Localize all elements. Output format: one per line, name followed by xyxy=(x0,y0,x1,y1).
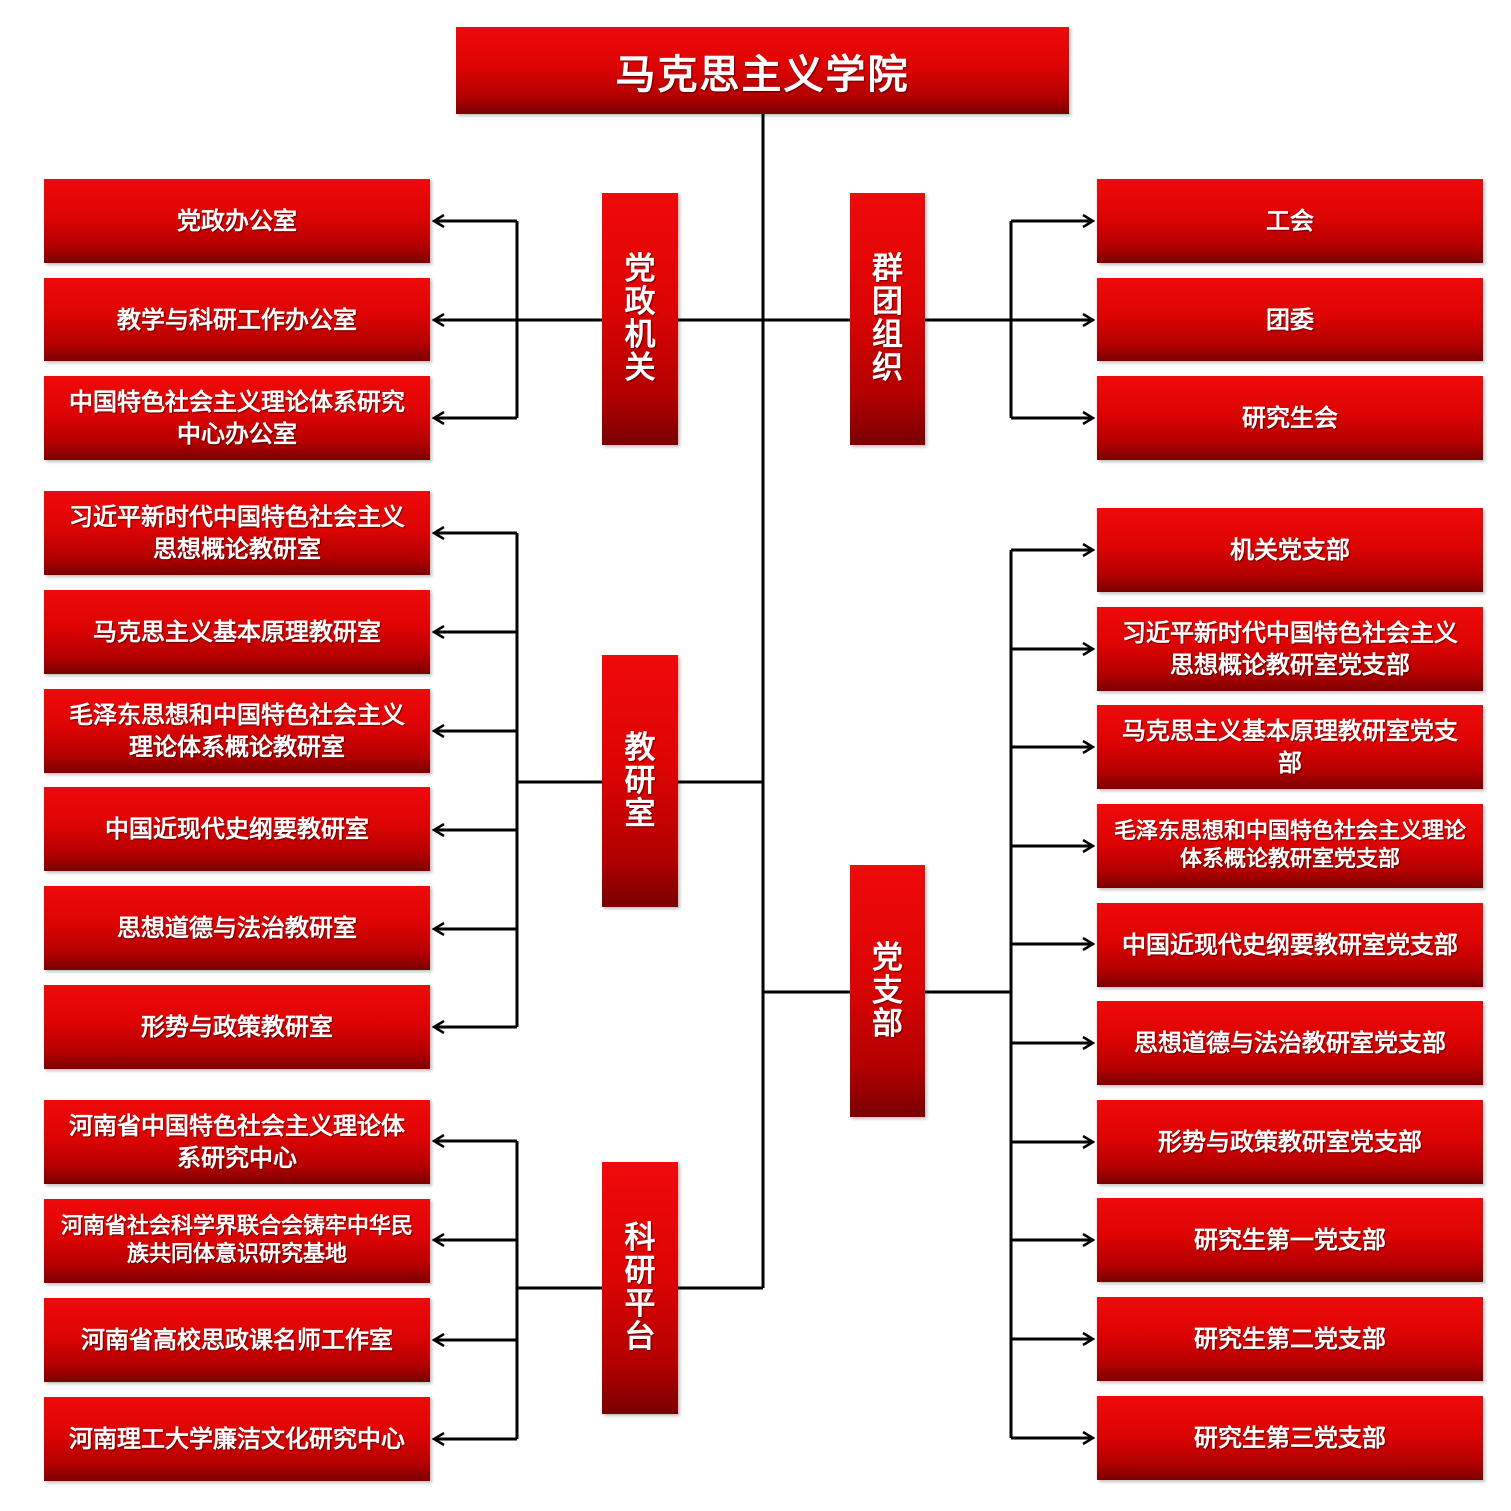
keyan-item: 河南省高校思政课名师工作室 xyxy=(44,1298,430,1382)
dangzhibu-item: 马克思主义基本原理教研室党支部 xyxy=(1097,705,1483,789)
dangzhibu-item: 研究生第一党支部 xyxy=(1097,1198,1483,1282)
keyan-item: 河南省社会科学界联合会铸牢中华民族共同体意识研究基地 xyxy=(44,1199,430,1283)
dangzheng-item: 党政办公室 xyxy=(44,179,430,263)
jiaoyanshi-item: 中国近现代史纲要教研室 xyxy=(44,787,430,871)
dangzhibu-item: 研究生第三党支部 xyxy=(1097,1396,1483,1480)
category-dangzhibu: 党支部 xyxy=(850,865,925,1117)
keyan-item: 河南理工大学廉洁文化研究中心 xyxy=(44,1397,430,1481)
category-jiaoyanshi: 教研室 xyxy=(602,655,678,907)
jiaoyanshi-item: 马克思主义基本原理教研室 xyxy=(44,590,430,674)
dangzheng-item: 中国特色社会主义理论体系研究中心办公室 xyxy=(44,376,430,460)
quntuan-item: 团委 xyxy=(1097,278,1483,361)
jiaoyanshi-item: 形势与政策教研室 xyxy=(44,985,430,1069)
dangzhibu-item: 中国近现代史纲要教研室党支部 xyxy=(1097,903,1483,987)
dangzhibu-item: 形势与政策教研室党支部 xyxy=(1097,1100,1483,1184)
dangzheng-item: 教学与科研工作办公室 xyxy=(44,278,430,361)
org-title: 马克思主义学院 xyxy=(456,27,1069,114)
dangzhibu-item: 研究生第二党支部 xyxy=(1097,1297,1483,1381)
dangzhibu-item: 思想道德与法治教研室党支部 xyxy=(1097,1001,1483,1085)
keyan-item: 河南省中国特色社会主义理论体系研究中心 xyxy=(44,1100,430,1184)
quntuan-item: 研究生会 xyxy=(1097,376,1483,460)
jiaoyanshi-item: 思想道德与法治教研室 xyxy=(44,886,430,970)
category-quntuan: 群团组织 xyxy=(850,193,925,445)
dangzhibu-item: 习近平新时代中国特色社会主义思想概论教研室党支部 xyxy=(1097,607,1483,691)
quntuan-item: 工会 xyxy=(1097,179,1483,263)
jiaoyanshi-item: 毛泽东思想和中国特色社会主义理论体系概论教研室 xyxy=(44,689,430,773)
dangzhibu-item: 机关党支部 xyxy=(1097,508,1483,592)
jiaoyanshi-item: 习近平新时代中国特色社会主义思想概论教研室 xyxy=(44,491,430,575)
category-dangzheng: 党政机关 xyxy=(602,193,678,445)
category-keyan: 科研平台 xyxy=(602,1162,678,1414)
dangzhibu-item: 毛泽东思想和中国特色社会主义理论体系概论教研室党支部 xyxy=(1097,804,1483,888)
